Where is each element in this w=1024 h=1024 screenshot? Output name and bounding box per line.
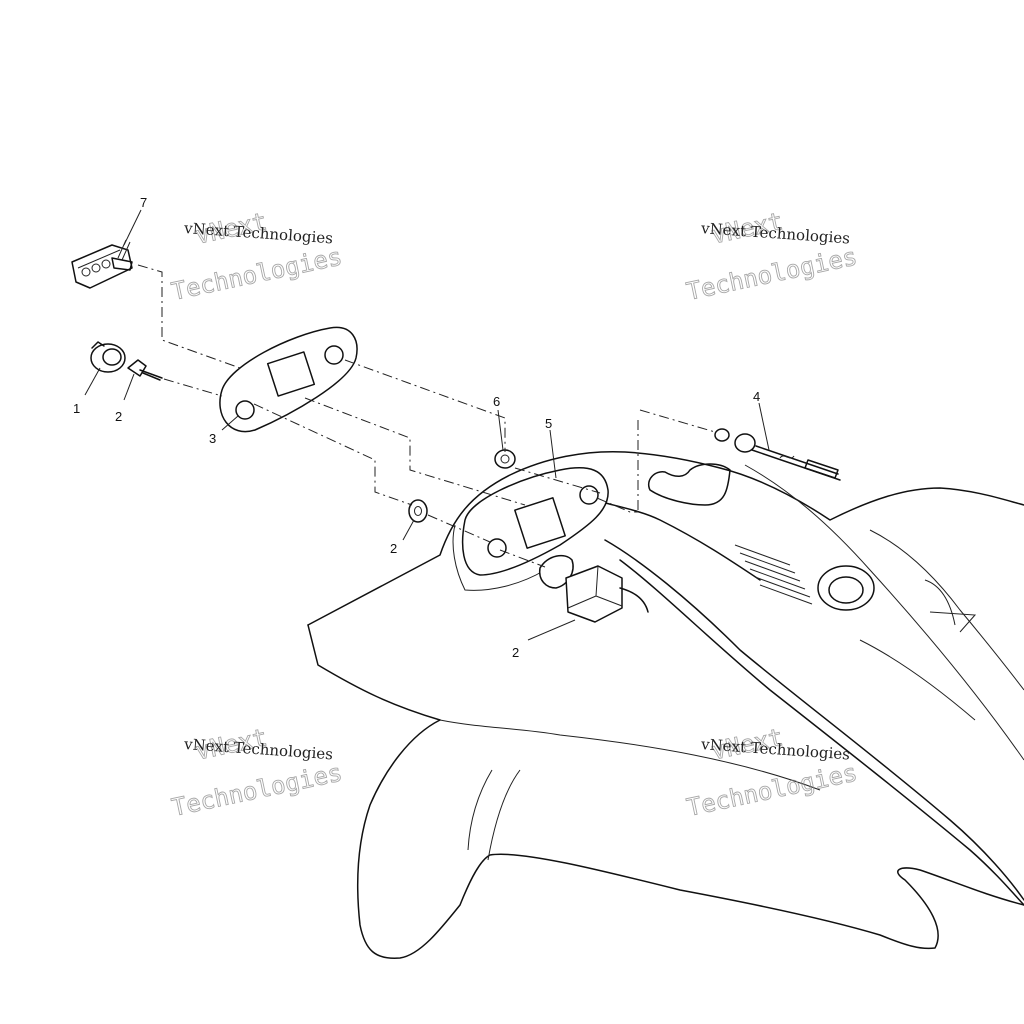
callout-4: 4 <box>753 389 760 404</box>
bracket-plate-part-3 <box>219 326 358 433</box>
mounting-bracket-on-fender <box>452 467 609 591</box>
callout-6: 6 <box>493 394 500 409</box>
washer-part-6 <box>494 449 516 469</box>
callout-3: 3 <box>209 431 216 446</box>
watermark-technologies: Technologies <box>169 758 344 821</box>
callout-2-key: 2 <box>115 409 122 424</box>
callout-1: 1 <box>73 401 80 416</box>
key-part-2 <box>127 359 163 381</box>
watermark-technologies: Technologies <box>684 242 859 305</box>
watermark-technologies: Technologies <box>169 242 344 305</box>
watermark-technologies: Technologies <box>684 758 859 821</box>
bezel-part-1 <box>90 341 126 373</box>
assembly-lines <box>137 264 716 568</box>
callout-2-switch: 2 <box>512 645 519 660</box>
leader-lines <box>84 209 770 641</box>
callout-2-washer: 2 <box>390 541 397 556</box>
ignition-switch-part-2 <box>538 554 649 623</box>
bolt-part-4 <box>714 428 841 481</box>
watermark-top-right: vNext Technologies <box>684 207 860 307</box>
connector-part-7 <box>71 239 133 289</box>
callout-labels: 7 1 2 3 6 5 4 2 2 <box>73 195 760 660</box>
rear-fender <box>307 450 1024 959</box>
watermark-bottom-right: vNext Technologies <box>684 723 860 823</box>
watermark-bottom-left: vNext Technologies <box>169 723 345 822</box>
callout-7: 7 <box>140 195 147 210</box>
callout-5: 5 <box>545 416 552 431</box>
washer-part-2 <box>408 499 428 523</box>
watermark-top-left: vNext Technologies <box>169 207 345 306</box>
